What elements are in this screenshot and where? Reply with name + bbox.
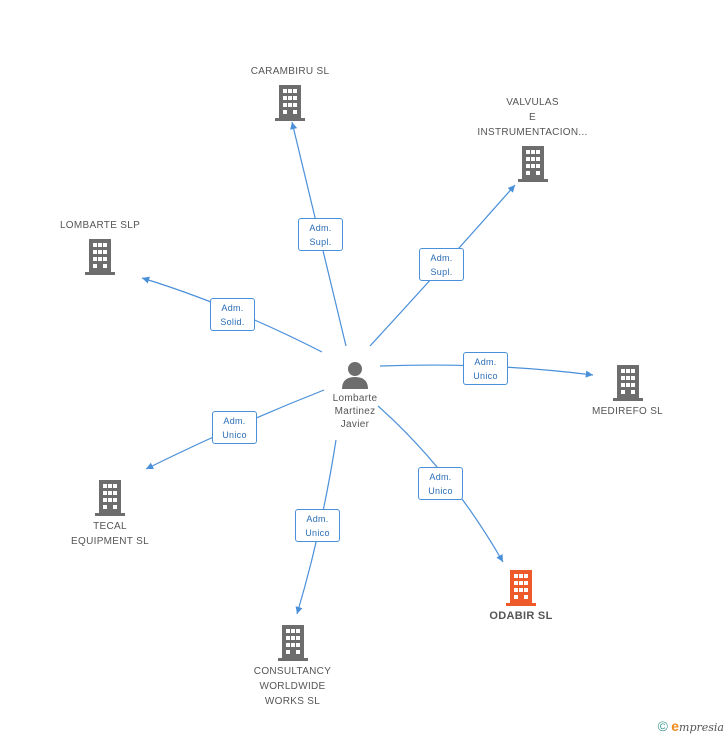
building-icon <box>275 85 305 121</box>
company-odabir[interactable]: ODABIR SL <box>466 570 576 624</box>
company-valvulas[interactable]: VALVULAS E INSTRUMENTACION... <box>460 95 605 182</box>
footer-brand[interactable]: © empresia <box>658 718 724 734</box>
company-carambiru-label: CARAMBIRU SL <box>250 66 330 77</box>
building-icon <box>85 239 115 275</box>
building-icon <box>517 146 548 182</box>
company-tecal[interactable]: TECAL EQUIPMENT SL <box>50 480 170 549</box>
company-medirefo-label: MEDIREFO SL <box>591 406 664 417</box>
brand-initial: e <box>671 718 680 734</box>
relation-label-tecal[interactable]: Adm. Unico <box>212 411 257 444</box>
company-medirefo[interactable]: MEDIREFO SL <box>575 365 680 419</box>
company-tecal-label: TECAL EQUIPMENT SL <box>71 521 149 547</box>
center-person[interactable]: Lombarte Martinez Javier <box>305 360 405 431</box>
company-lombarte-label: LOMBARTE SLP <box>59 220 141 231</box>
company-odabir-label: ODABIR SL <box>489 610 553 622</box>
relation-label-consultancy[interactable]: Adm. Unico <box>295 509 340 542</box>
person-name: Lombarte Martinez Javier <box>332 393 378 430</box>
copyright-icon: © <box>657 718 668 734</box>
building-icon <box>612 365 643 401</box>
brand-name: mpresia <box>679 721 724 734</box>
company-consultancy-label: CONSULTANCY WORLDWIDE WORKS SL <box>253 666 332 707</box>
building-icon <box>95 480 125 516</box>
relation-label-odabir[interactable]: Adm. Unico <box>418 467 463 500</box>
building-icon <box>277 625 308 661</box>
person-icon <box>342 362 368 389</box>
building-icon <box>506 570 536 606</box>
company-carambiru[interactable]: CARAMBIRU SL <box>230 64 350 121</box>
company-lombarte[interactable]: LOMBARTE SLP <box>40 218 160 275</box>
relation-label-valvulas[interactable]: Adm. Supl. <box>419 248 464 281</box>
relation-label-medirefo[interactable]: Adm. Unico <box>463 352 508 385</box>
relation-label-lombarte[interactable]: Adm. Solid. <box>210 298 255 331</box>
relation-label-carambiru[interactable]: Adm. Supl. <box>298 218 343 251</box>
company-valvulas-label: VALVULAS E INSTRUMENTACION... <box>477 97 588 138</box>
company-consultancy[interactable]: CONSULTANCY WORLDWIDE WORKS SL <box>230 625 355 709</box>
